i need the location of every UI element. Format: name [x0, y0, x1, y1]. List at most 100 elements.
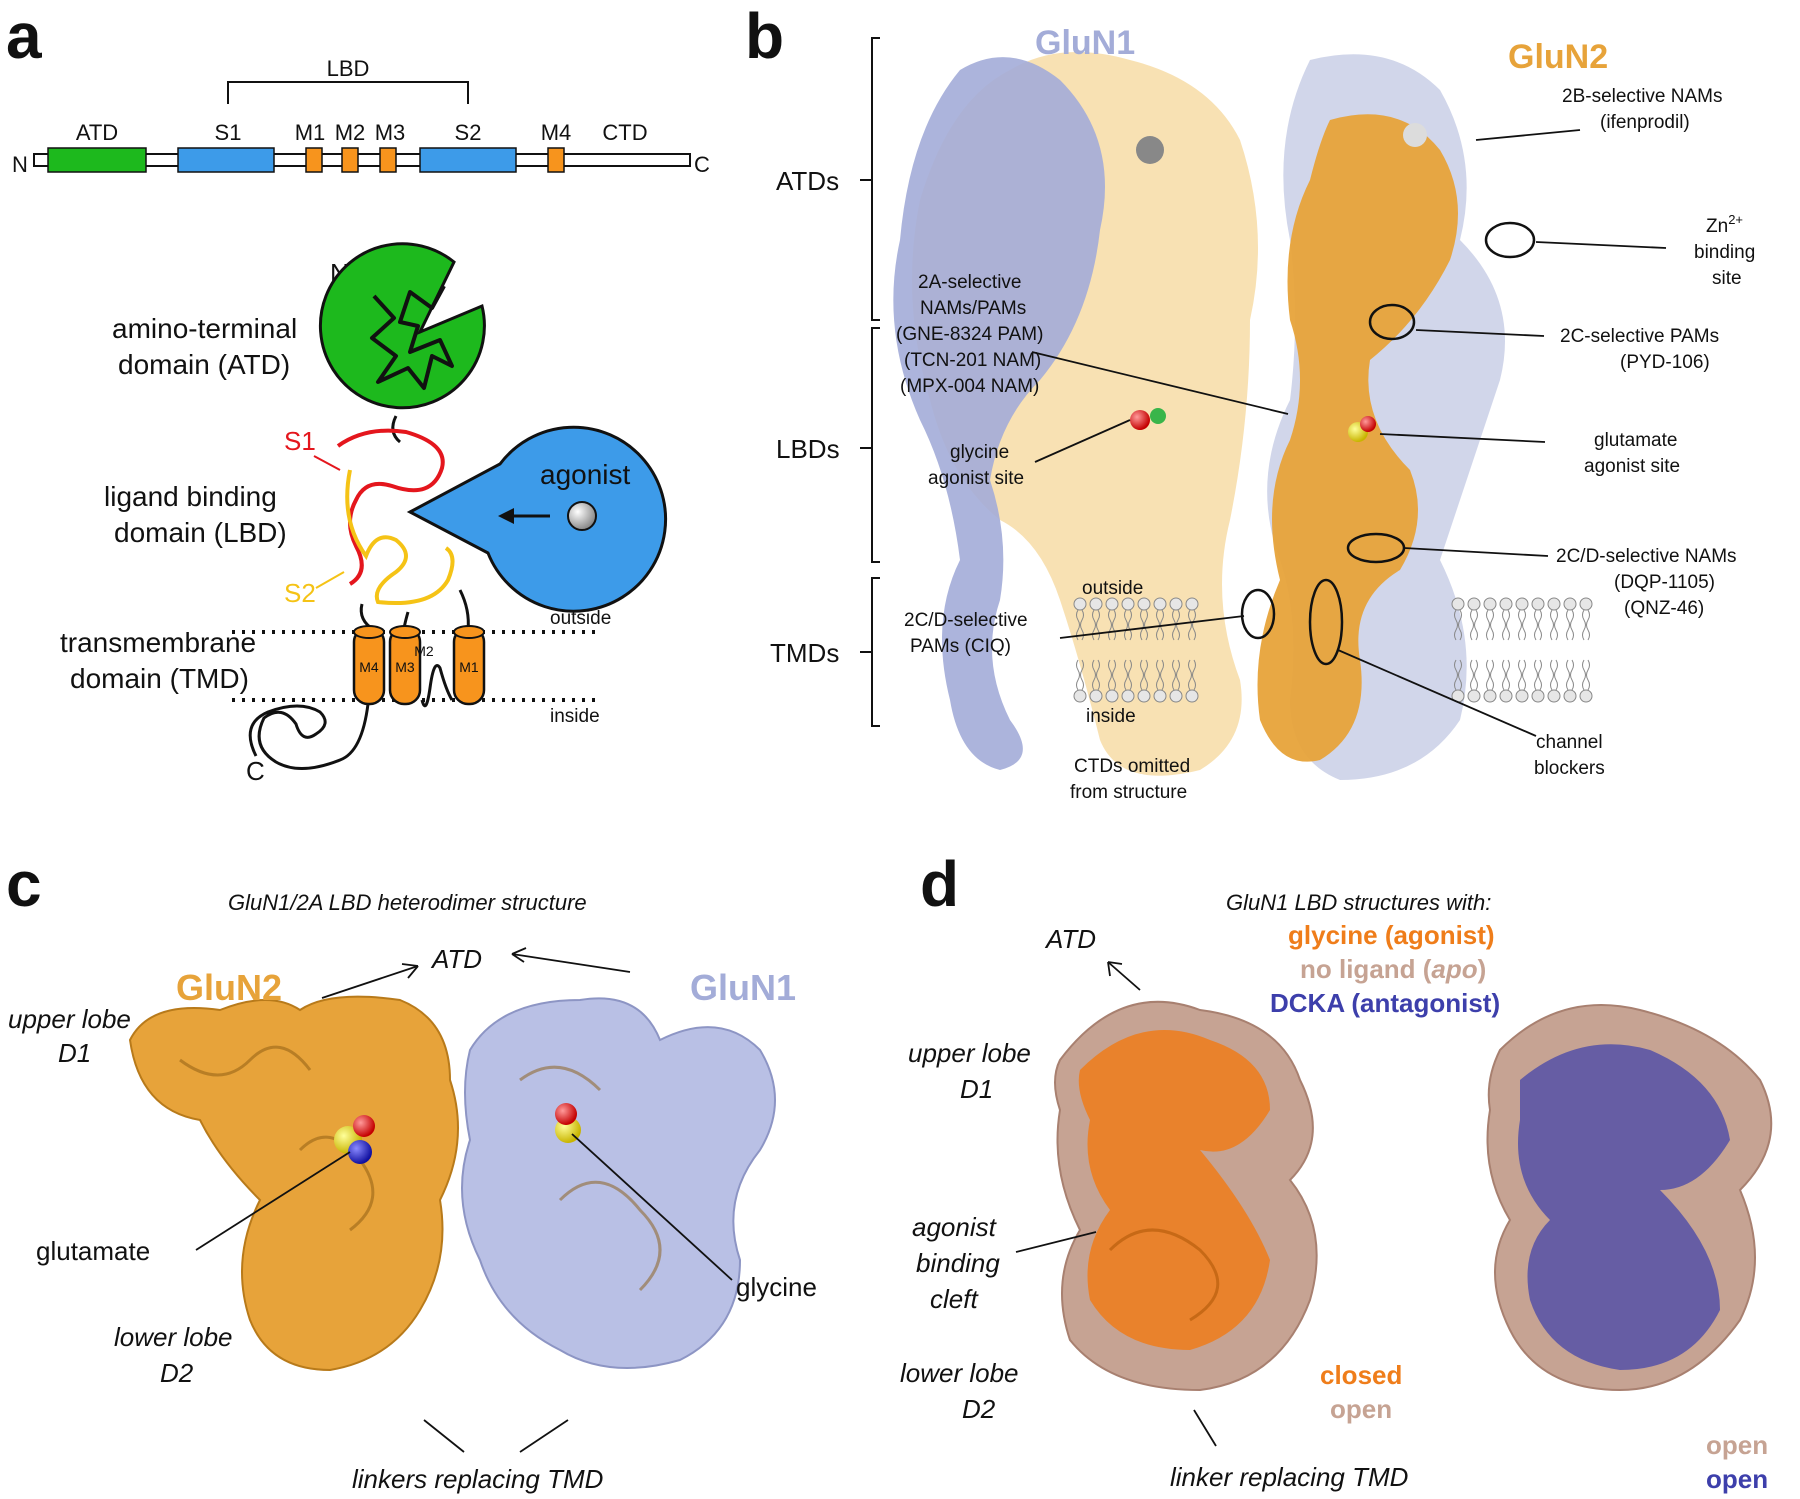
agonist-ball: [567, 501, 597, 531]
pam-2c-line2: (PYD-106): [1620, 352, 1710, 373]
membrane-outside-b: outside: [1082, 578, 1143, 599]
tmd-label-line1: transmembrane: [60, 627, 256, 658]
legend-apo: no ligand (apo): [1300, 954, 1486, 984]
bar-s2-box: [419, 147, 517, 173]
pam-2cd-line1: 2C/D-selective: [904, 610, 1028, 631]
bar-label-s1: S1: [215, 120, 242, 145]
membrane-inside-b: inside: [1086, 706, 1136, 727]
lbd-bracket-label: LBD: [327, 56, 370, 81]
sel-2a-line2: NAMs/PAMs: [920, 298, 1026, 319]
agonist-label: agonist: [540, 459, 631, 490]
cleft-line2: binding: [916, 1248, 1000, 1278]
nam-2cd-line3: (QNZ-46): [1624, 598, 1704, 619]
s1-label: S1: [284, 426, 316, 456]
panel-d-title: GluN1 LBD structures with:: [1226, 890, 1491, 915]
bar-c-terminus: C: [694, 152, 710, 177]
glun1-title-c: GluN1: [690, 967, 796, 1008]
pam-2c-line1: 2C-selective PAMs: [1560, 326, 1719, 347]
glun2-title-c: GluN2: [176, 967, 282, 1008]
helix-m3: M3: [388, 625, 422, 706]
sel-2a-line5: (MPX-004 NAM): [900, 376, 1039, 397]
tmd-label-line2: domain (TMD): [70, 663, 249, 694]
pam-2cd-line2: PAMs (CIQ): [910, 636, 1011, 657]
bar-m4-box: [547, 147, 565, 173]
zn-label-line1: Zn2+: [1706, 212, 1743, 237]
s2-label: S2: [284, 578, 316, 608]
glycine-label-c: glycine: [736, 1272, 817, 1302]
sel-2a-line3: (GNE-8324 PAM): [896, 324, 1043, 345]
open-label-left: open: [1330, 1394, 1392, 1424]
glutamate-site-line1: glutamate: [1594, 430, 1677, 451]
linker-label-d: linker replacing TMD: [1170, 1462, 1408, 1492]
membrane-inside-label: inside: [550, 706, 600, 727]
sel-2a-line4: (TCN-201 NAM): [904, 350, 1041, 371]
apo-vs-dcka-structure: [1486, 1004, 1773, 1392]
lbd-label-line2: domain (LBD): [114, 517, 287, 548]
upper-lobe-d-line2: D1: [960, 1074, 993, 1104]
bar-m1-box: [305, 147, 323, 173]
bar-m2-box: [341, 147, 359, 173]
panel-letter-c: c: [6, 848, 42, 920]
upper-lobe-c-line1: upper lobe: [8, 1004, 131, 1034]
domain-bar: N C ATD S1 M1 M2 M3 S2 M4 CTD: [12, 120, 710, 177]
cleft-line1: agonist: [912, 1212, 998, 1242]
cleft-line3: cleft: [930, 1284, 979, 1314]
membrane-outside-label: outside: [550, 608, 611, 629]
nam-2b-line1: 2B-selective NAMs: [1562, 86, 1723, 107]
panel-d: d GluN1 LBD structures with: glycine (ag…: [900, 848, 1773, 1494]
legend-glycine: glycine (agonist): [1288, 920, 1495, 950]
upper-lobe-d-line1: upper lobe: [908, 1038, 1031, 1068]
panel-a: a LBD N C ATD S1 M1 M2 M3 S2 M4 CTD: [6, 0, 710, 786]
glun1-title-b: GluN1: [1035, 24, 1135, 62]
atd-label-line2: domain (ATD): [118, 349, 290, 380]
zn-label-line3: site: [1712, 268, 1742, 289]
lbd-domain-shape: [406, 425, 668, 613]
glycine-site-line1: glycine: [950, 442, 1009, 463]
bar-label-m4: M4: [541, 120, 572, 145]
open-label-right-dcka: open: [1706, 1464, 1768, 1494]
legend-dcka: DCKA (antagonist): [1270, 988, 1500, 1018]
bar-label-m3: M3: [375, 120, 406, 145]
helix-m4: M4: [352, 625, 386, 706]
nam-2cd-line2: (DQP-1105): [1614, 572, 1715, 593]
open-label-right-apo: open: [1706, 1430, 1768, 1460]
domain-brackets: ATDs LBDs TMDs: [770, 37, 880, 727]
nam-2cd-line1: 2C/D-selective NAMs: [1556, 546, 1737, 567]
glycine-vs-apo-structure: [1054, 1000, 1318, 1392]
bar-n-terminus: N: [12, 152, 28, 177]
helix-m1: M1: [452, 625, 486, 706]
lipid-bilayer-right: [1451, 597, 1593, 703]
linkers-label-c: linkers replacing TMD: [352, 1464, 603, 1494]
atd-label-line1: amino-terminal: [112, 313, 297, 344]
helix-m1-label: M1: [459, 659, 479, 675]
callout-lines-b: [1031, 129, 1667, 737]
panel-c-title: GluN1/2A LBD heterodimer structure: [228, 890, 587, 915]
heterodimer-structure: [128, 995, 776, 1372]
glutamate-site-line2: agonist site: [1584, 456, 1680, 477]
ctd-line1: CTDs omitted: [1074, 756, 1190, 777]
lbds-label: LBDs: [776, 434, 840, 464]
bar-label-atd: ATD: [76, 120, 118, 145]
closed-label: closed: [1320, 1360, 1402, 1390]
lower-lobe-d-line2: D2: [962, 1394, 996, 1424]
zn-label-line2: binding: [1694, 242, 1755, 263]
nam-2b-line2: (ifenprodil): [1600, 112, 1690, 133]
bar-label-m2: M2: [335, 120, 366, 145]
glun2-title-b: GluN2: [1508, 38, 1608, 76]
bar-label-ctd: CTD: [602, 120, 647, 145]
atd-domain-shape: [318, 242, 486, 410]
glycine-site-line2: agonist site: [928, 468, 1024, 489]
lbd-label-line1: ligand binding: [104, 481, 277, 512]
ctd-line2: from structure: [1070, 782, 1187, 803]
panel-c: c GluN1/2A LBD heterodimer structure Glu…: [6, 848, 817, 1494]
atd-label-c: ATD: [430, 944, 482, 974]
panel-b: b GluN1 GluN2 ATDs LBDs TMDs: [745, 0, 1755, 803]
blockers-line2: blockers: [1534, 758, 1605, 779]
receptor-structure-b: [893, 52, 1505, 781]
lower-lobe-c-line1: lower lobe: [114, 1322, 233, 1352]
atd-label-d: ATD: [1044, 924, 1096, 954]
helix-m3-label: M3: [395, 659, 415, 675]
helix-m2-label: M2: [414, 643, 434, 659]
panel-letter-a: a: [6, 0, 42, 72]
